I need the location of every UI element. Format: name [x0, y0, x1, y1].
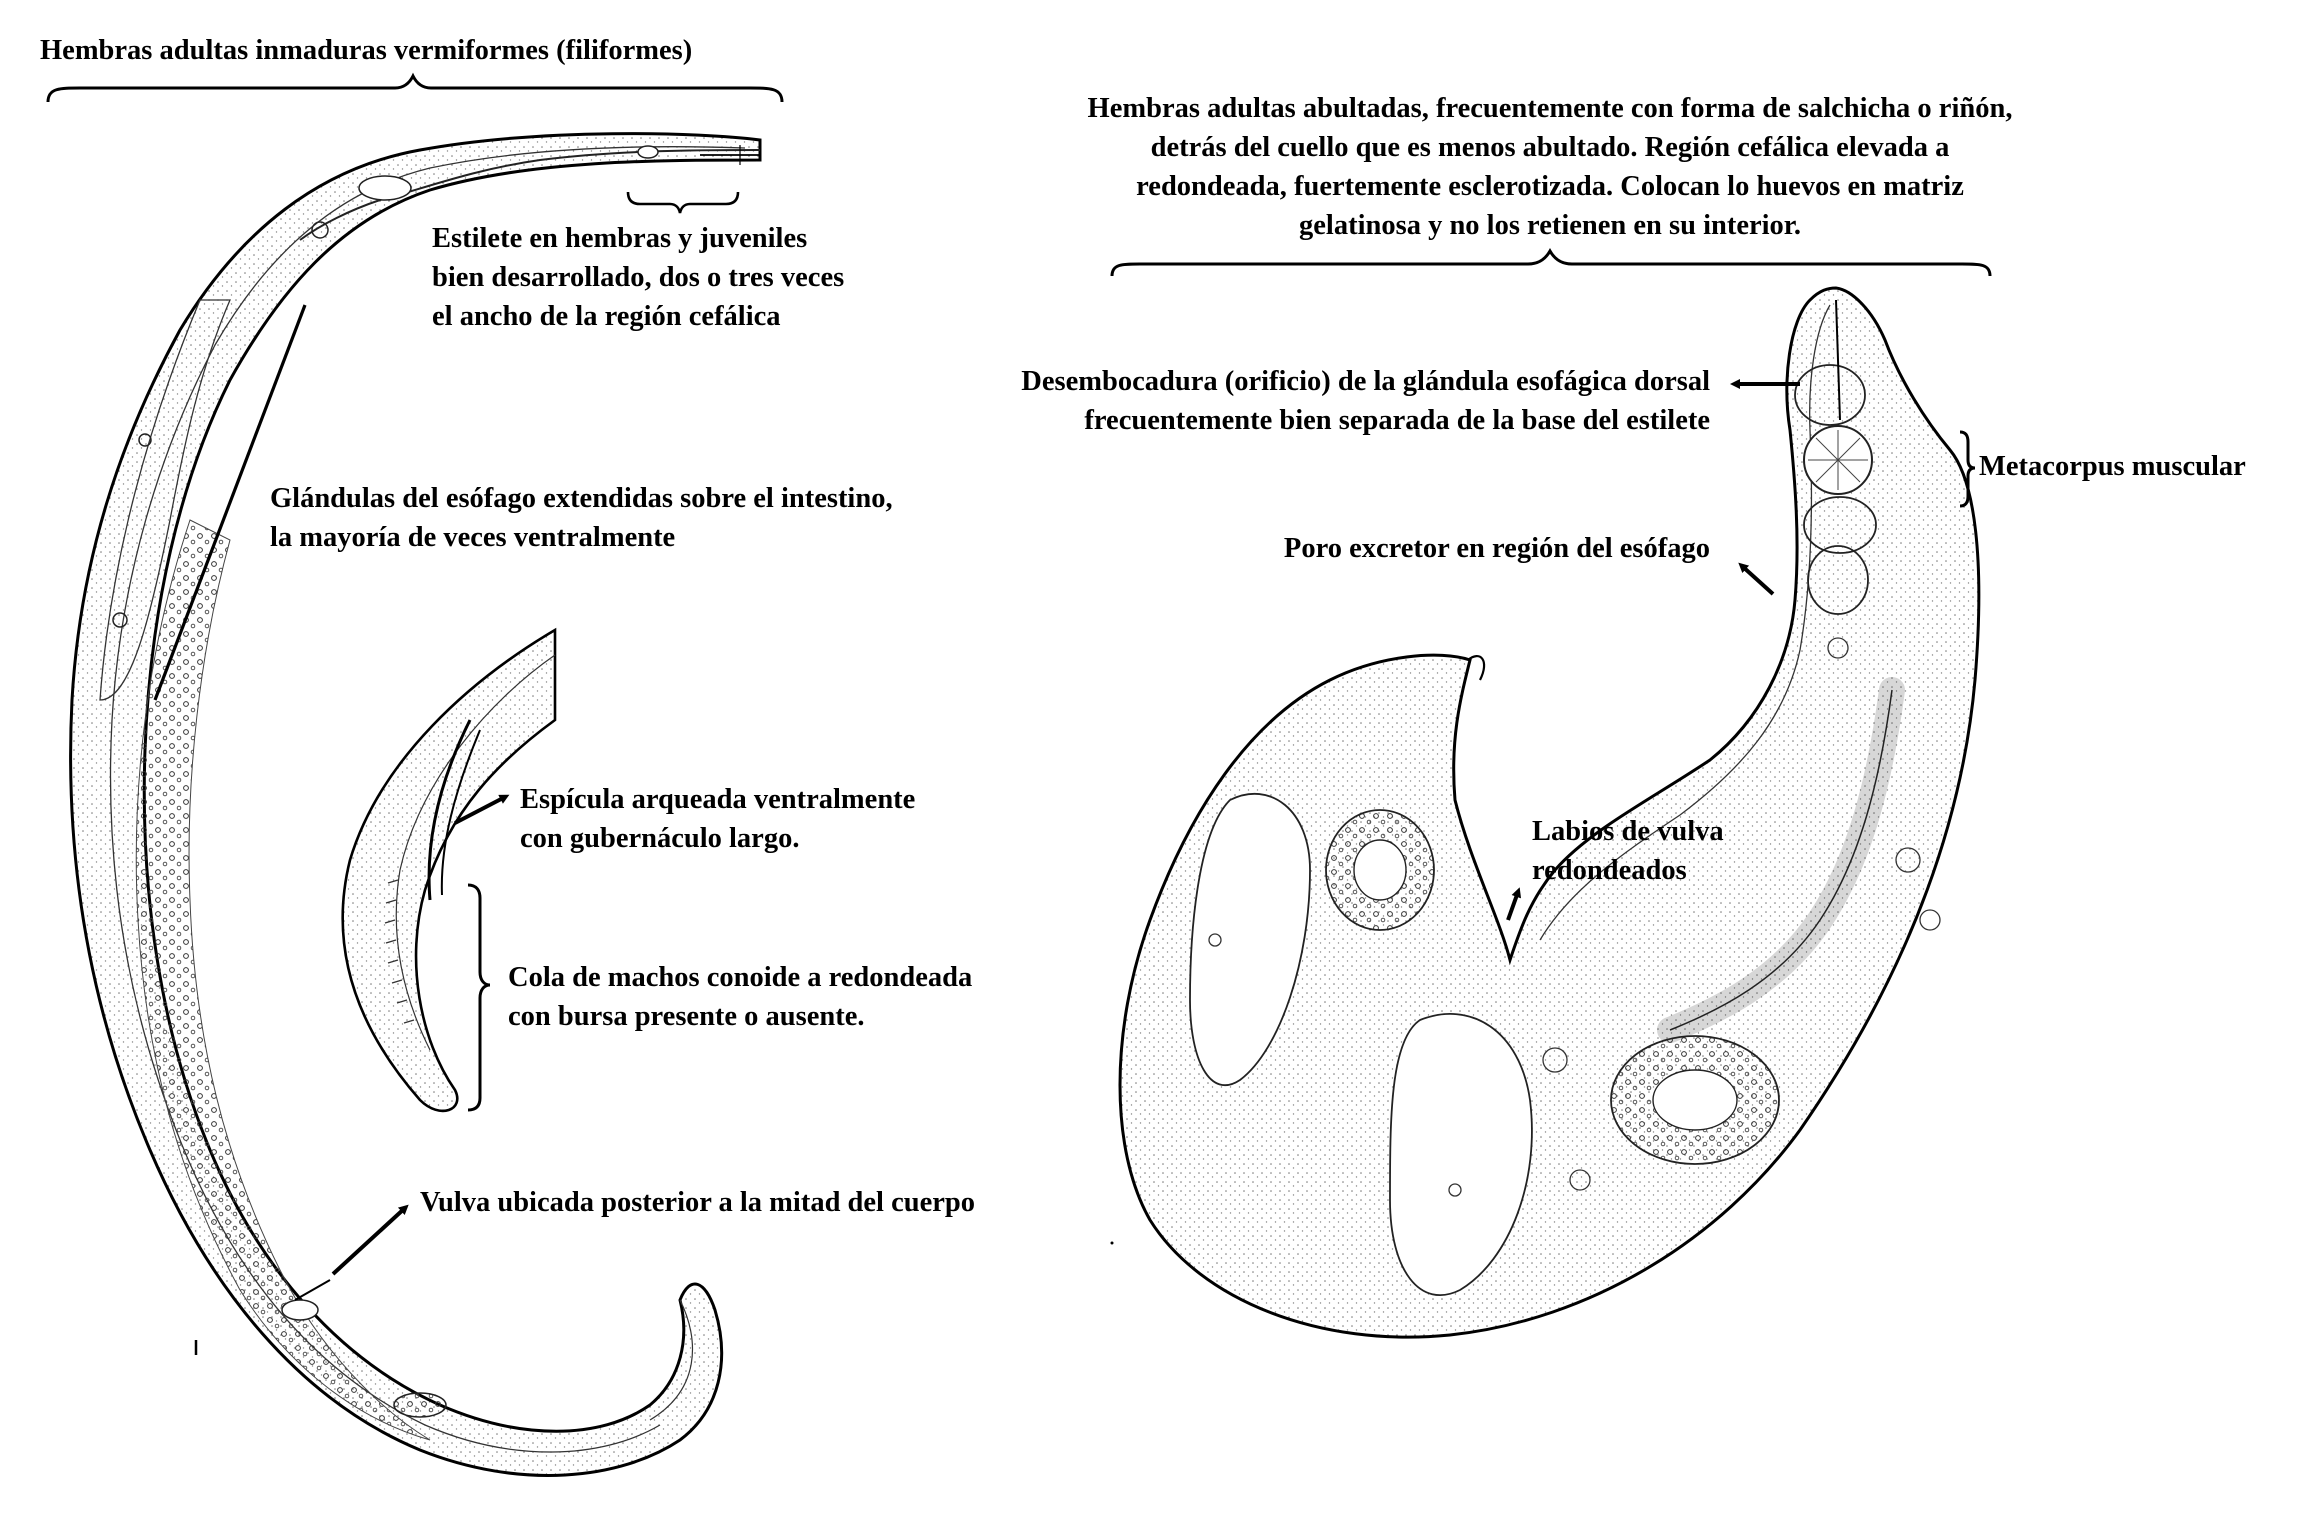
male-tail-inset — [341, 627, 557, 1113]
tail-bracket — [467, 883, 491, 1112]
right-title-line-4: gelatinosa y no los retienen en su inter… — [1299, 210, 1801, 241]
dorsal-gland-label-line-2: frecuentemente bien separada de la base … — [1084, 405, 1710, 436]
metacorpus-bracket — [1959, 430, 1976, 508]
vulva-arrow — [331, 1204, 409, 1276]
right-title-line-3: redondeada, fuertemente esclerotizada. C… — [1136, 171, 1964, 202]
tail-label: Cola de machos conoide a redondeada con … — [508, 958, 972, 1036]
glands-label-line-2: la mayoría de veces ventralmente — [270, 522, 676, 553]
vermiform-female-body — [69, 132, 762, 1477]
stylet-label-line-1: Estilete en hembras y juveniles — [432, 223, 808, 254]
metacorpus-label: Metacorpus muscular — [1979, 451, 2246, 482]
spicule-arrow — [454, 794, 510, 825]
left-title: Hembras adultas inmaduras vermiformes (f… — [40, 35, 693, 66]
vulva-lips-arrow — [1506, 887, 1522, 921]
spicule-label-line-2: con gubernáculo largo. — [520, 823, 800, 854]
stylet-brace — [626, 191, 740, 214]
glands-label: Glándulas del esófago extendidas sobre e… — [270, 479, 893, 557]
swollen-female-body — [1118, 286, 1981, 1339]
tail-label-line-2: con bursa presente o ausente. — [508, 1001, 865, 1032]
spicule-label-line-1: Espícula arqueada ventralmente — [520, 784, 916, 815]
right-title-line-2: detrás del cuello que es menos abultado.… — [1150, 132, 1950, 163]
glands-bracket — [153, 304, 307, 701]
right-title: Hembras adultas abultadas, frecuentement… — [1000, 89, 2100, 245]
right-title-line-1: Hembras adultas abultadas, frecuentement… — [1087, 93, 2013, 124]
stylet-label: Estilete en hembras y juveniles bien des… — [432, 219, 844, 336]
stylet-label-line-2: bien desarrollado, dos o tres veces — [432, 262, 845, 293]
stylet-label-line-3: el ancho de la región cefálica — [432, 301, 781, 332]
right-title-brace — [1110, 247, 1992, 277]
left-title-brace — [46, 72, 784, 103]
vulva-lips-label: Labios de vulva redondeados — [1532, 812, 1724, 890]
dorsal-gland-label: Desembocadura (orificio) de la glándula … — [880, 362, 1710, 440]
vulva-lips-label-line-2: redondeados — [1532, 855, 1687, 886]
excretory-pore-label: Poro excretor en región del esófago — [1283, 533, 1710, 564]
dorsal-gland-label-line-1: Desembocadura (orificio) de la glándula … — [1021, 366, 1710, 397]
glands-label-line-1: Glándulas del esófago extendidas sobre e… — [270, 483, 893, 514]
excretory-pore-arrow — [1738, 562, 1775, 596]
vulva-label: Vulva ubicada posterior a la mitad del c… — [420, 1187, 975, 1218]
spicule-label: Espícula arqueada ventralmente con guber… — [520, 780, 915, 858]
vulva-lips-label-line-1: Labios de vulva — [1532, 816, 1724, 847]
tail-label-line-1: Cola de machos conoide a redondeada — [508, 962, 973, 993]
